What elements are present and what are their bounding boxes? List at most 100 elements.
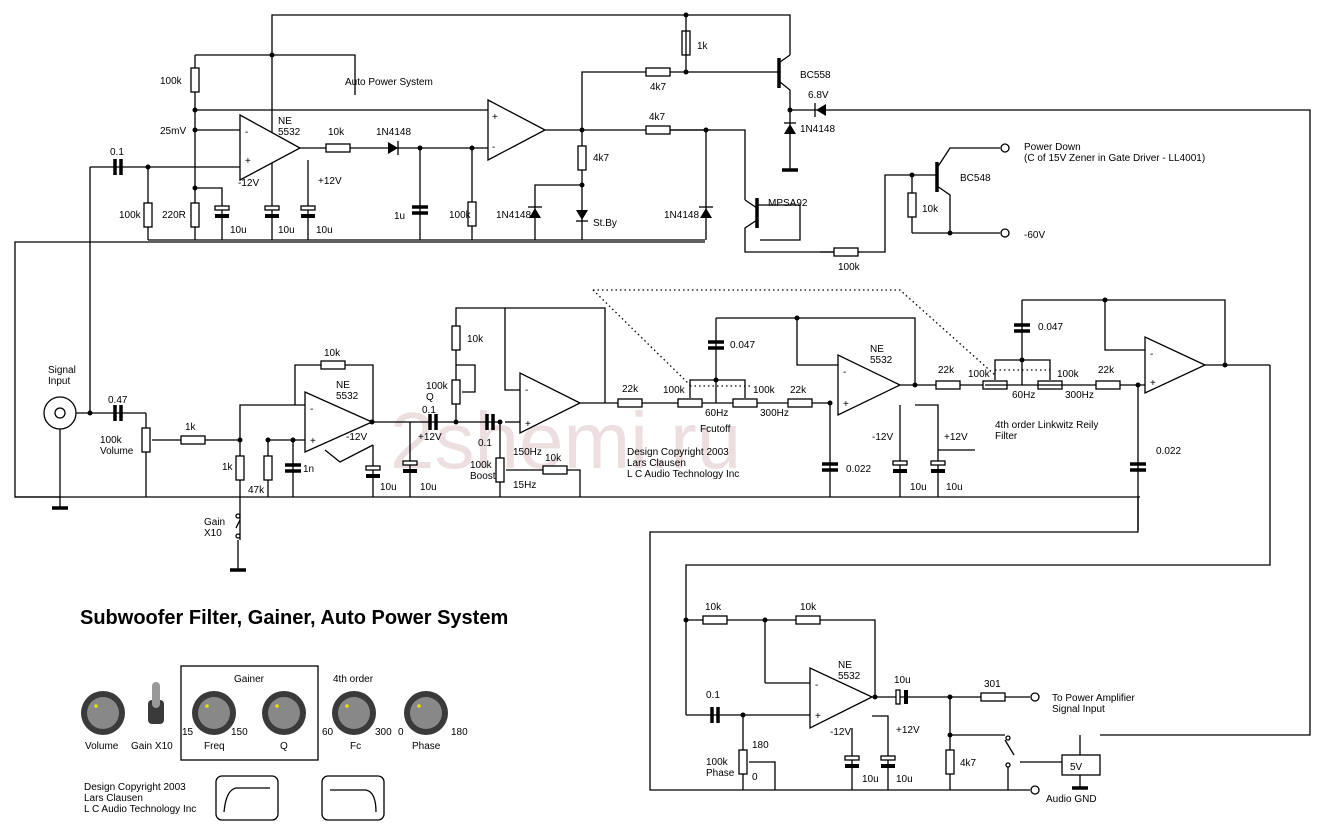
svg-text:180: 180 — [752, 740, 769, 751]
svg-text:15: 15 — [182, 727, 194, 738]
svg-text:10u: 10u — [910, 482, 927, 493]
svg-text:1N4148: 1N4148 — [496, 210, 531, 221]
svg-text:220R: 220R — [162, 210, 186, 221]
svg-text:22k: 22k — [1098, 365, 1115, 376]
response-lowpass-box — [215, 775, 279, 821]
volume-knob[interactable] — [81, 691, 125, 735]
opamp-auto2 — [487, 98, 547, 162]
auto-power-label: Auto Power System — [345, 77, 433, 88]
svg-text:0.022: 0.022 — [1156, 446, 1181, 457]
freq-knob[interactable] — [192, 691, 236, 735]
led-label: St.By — [593, 218, 617, 229]
svg-text:Freq: Freq — [204, 741, 225, 752]
svg-text:10u: 10u — [862, 774, 879, 785]
r-100k-top-label: 100k — [160, 76, 183, 87]
opamp-gainer — [304, 390, 374, 454]
bc548-label: BC548 — [960, 173, 991, 184]
svg-text:100k: 100k — [753, 385, 776, 396]
audio-gnd-label: Audio GND — [1046, 794, 1097, 805]
svg-text:+12V: +12V — [418, 432, 442, 443]
svg-text:4k7: 4k7 — [593, 153, 610, 164]
svg-text:-: - — [1150, 349, 1153, 360]
svg-text:22k: 22k — [790, 385, 807, 396]
svg-text:+: + — [525, 419, 531, 430]
svg-text:100k: 100k — [838, 262, 861, 273]
svg-text:100k: 100k — [663, 385, 686, 396]
svg-text:-: - — [492, 142, 495, 153]
svg-text:1k: 1k — [222, 462, 234, 473]
svg-text:0.1: 0.1 — [478, 438, 492, 449]
svg-text:+: + — [492, 112, 498, 123]
svg-text:4k7: 4k7 — [649, 112, 666, 123]
svg-text:180: 180 — [451, 727, 468, 738]
diagram-title: Subwoofer Filter, Gainer, Auto Power Sys… — [80, 607, 508, 629]
svg-text:300Hz: 300Hz — [1065, 390, 1094, 401]
svg-text:10k: 10k — [705, 602, 722, 613]
svg-text:Gain X10: Gain X10 — [131, 741, 173, 752]
svg-text:0.47: 0.47 — [108, 395, 128, 406]
svg-text:10k: 10k — [328, 127, 345, 138]
svg-text:1k: 1k — [697, 41, 709, 52]
svg-text:10u: 10u — [896, 774, 913, 785]
svg-text:100k: 100k — [968, 369, 991, 380]
svg-text:+: + — [815, 711, 821, 722]
q-knob[interactable] — [262, 691, 306, 735]
svg-text:-12V: -12V — [346, 432, 367, 443]
minus-60v-label: -60V — [1024, 230, 1045, 241]
phase-knob[interactable] — [404, 691, 448, 735]
supply-5v-box — [1061, 754, 1101, 776]
svg-text:300Hz: 300Hz — [760, 408, 789, 419]
svg-text:60Hz: 60Hz — [705, 408, 728, 419]
svg-text:100k: 100k — [119, 210, 142, 221]
svg-text:15Hz: 15Hz — [513, 480, 536, 491]
svg-text:10k: 10k — [324, 348, 341, 359]
svg-text:+12V: +12V — [944, 432, 968, 443]
fc-knob[interactable] — [332, 691, 376, 735]
svg-text:4th order: 4th order — [333, 674, 374, 685]
svg-text:-12V: -12V — [830, 727, 851, 738]
opamp-boost — [519, 371, 582, 435]
svg-text:-: - — [843, 367, 846, 378]
svg-text:10k: 10k — [922, 204, 939, 215]
response-hold-box — [321, 775, 385, 821]
svg-text:0: 0 — [398, 727, 404, 738]
svg-text:+12V: +12V — [318, 176, 342, 187]
opamp-fc1 — [837, 353, 902, 417]
svg-text:1k: 1k — [185, 422, 197, 433]
svg-text:100k: 100k — [1057, 369, 1080, 380]
svg-text:10u: 10u — [946, 482, 963, 493]
svg-text:+: + — [310, 436, 316, 447]
svg-text:10k: 10k — [545, 453, 562, 464]
svg-text:-: - — [310, 404, 313, 415]
svg-text:0.1: 0.1 — [422, 405, 436, 416]
gain-toggle[interactable] — [148, 682, 164, 724]
svg-text:-: - — [525, 385, 528, 396]
svg-text:Fc: Fc — [350, 741, 361, 752]
mpsa92-label: MPSA92 — [768, 198, 808, 209]
svg-text:10u: 10u — [230, 225, 247, 236]
power-down-label: Power Down(C of 15V Zener in Gate Driver… — [1024, 142, 1205, 164]
svg-text:-12V: -12V — [872, 432, 893, 443]
svg-text:0.022: 0.022 — [846, 464, 871, 475]
svg-text:47k: 47k — [248, 485, 265, 496]
svg-text:150: 150 — [231, 727, 248, 738]
svg-text:1N4148: 1N4148 — [376, 127, 411, 138]
opamp-fc2 — [1144, 335, 1207, 395]
svg-text:22k: 22k — [622, 384, 639, 395]
svg-text:-: - — [245, 127, 248, 138]
svg-text:0: 0 — [752, 772, 758, 783]
svg-text:+12V: +12V — [896, 725, 920, 736]
